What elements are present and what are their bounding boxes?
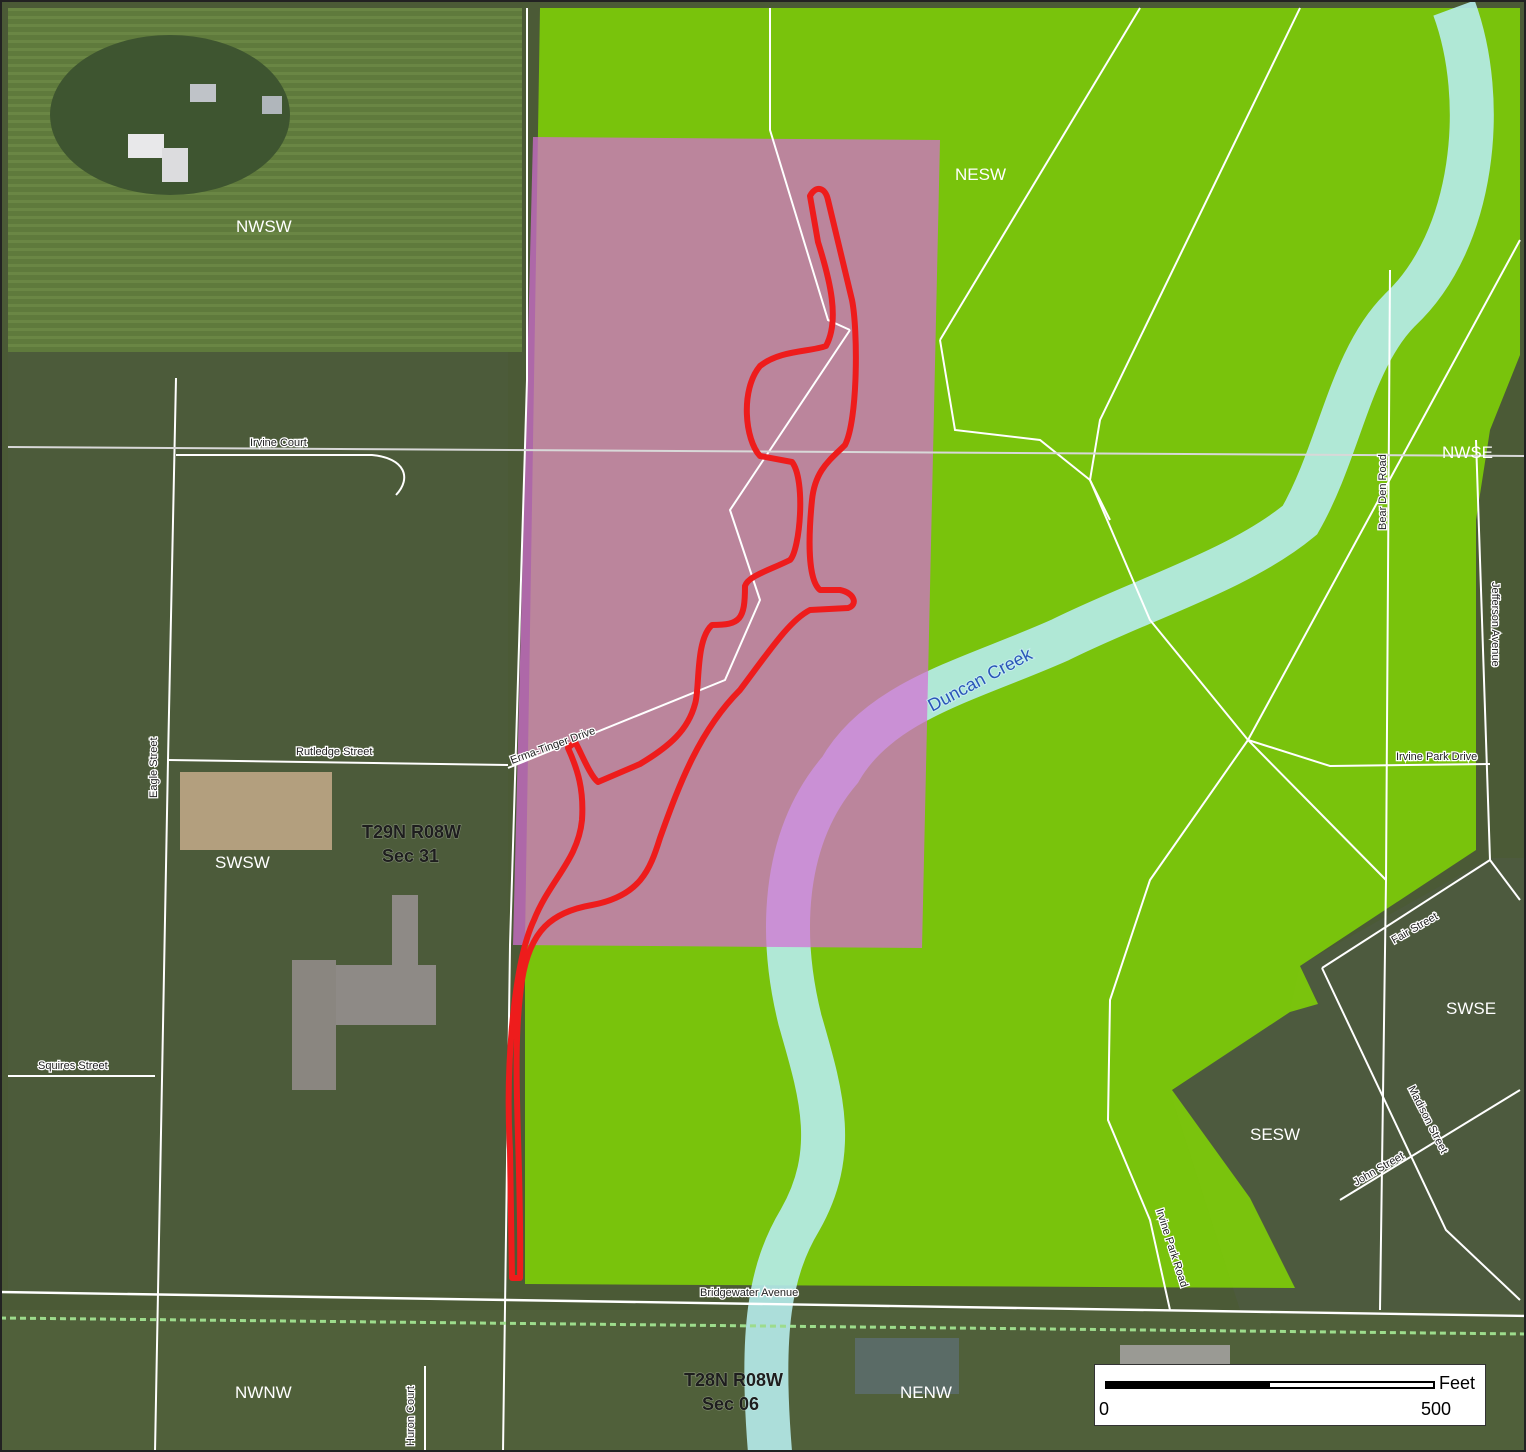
road-bear-den-road bbox=[1379, 269, 1391, 1311]
label-eagle-street: Eagle Street bbox=[148, 737, 160, 798]
section-line-midwest bbox=[7, 446, 1526, 457]
bridgewater-avenue-road bbox=[0, 1290, 1526, 1318]
label-swsw: SWSW bbox=[215, 853, 270, 872]
scale-bar-box: Feet 0 500 bbox=[1094, 1364, 1486, 1426]
label-nwse: NWSE bbox=[1442, 443, 1493, 462]
farm-trees bbox=[50, 35, 290, 195]
scale-bar-segment-black bbox=[1107, 1383, 1270, 1387]
scale-bar bbox=[1105, 1381, 1435, 1389]
building-complex bbox=[292, 960, 336, 1090]
road-irvine-park-drive bbox=[1247, 739, 1491, 768]
project-outline bbox=[505, 186, 859, 1281]
scale-max-label: 500 bbox=[1421, 1399, 1452, 1419]
road-park-center bbox=[1088, 7, 1387, 881]
farm-building bbox=[162, 148, 188, 182]
study-area bbox=[513, 137, 940, 948]
road-north-track bbox=[769, 8, 851, 331]
scale-min-label: 0 bbox=[1099, 1399, 1110, 1419]
farm-building bbox=[262, 96, 282, 114]
label-swse: SWSE bbox=[1446, 999, 1496, 1018]
tennis-courts bbox=[855, 1338, 959, 1394]
duncan-creek bbox=[744, 0, 1494, 1452]
road-irvine-court bbox=[176, 454, 406, 496]
label-bridgewater-avenue: Bridgewater Avenue bbox=[700, 1287, 798, 1299]
neighborhood-se bbox=[1170, 858, 1526, 1310]
label-irvine-court: Irvine Court bbox=[250, 437, 307, 449]
township-line bbox=[0, 1316, 1526, 1336]
label-nesw: NESW bbox=[955, 165, 1006, 184]
road-erma-tinger-drive bbox=[507, 329, 851, 769]
label-irvine-park-drive: Irvine Park Drive bbox=[1396, 751, 1477, 763]
road-network bbox=[8, 7, 1521, 1452]
farm-building bbox=[190, 84, 216, 102]
road-north-south-west bbox=[502, 8, 528, 1452]
road-park-north bbox=[939, 7, 1141, 341]
label-squires-street: Squires Street bbox=[38, 1060, 108, 1072]
road-fair-street bbox=[1321, 859, 1491, 969]
label-nwnw: NWNW bbox=[235, 1383, 292, 1402]
label-section-north-line1: T29N R08W bbox=[362, 822, 461, 842]
scale-unit-label: Feet bbox=[1439, 1373, 1476, 1393]
road-irvine-park-road bbox=[1106, 739, 1249, 1311]
label-jefferson-avenue: Jefferson Avenue bbox=[1489, 582, 1501, 667]
label-bear-den-road: Bear Den Road bbox=[1377, 454, 1389, 530]
building-complex bbox=[392, 895, 418, 1015]
road-rutledge-street bbox=[167, 759, 509, 766]
road-madison-street bbox=[1321, 967, 1521, 1301]
label-sesw: SESW bbox=[1250, 1125, 1300, 1144]
label-rutledge-street: Rutledge Street bbox=[296, 746, 372, 758]
road-john-street bbox=[1339, 1089, 1521, 1201]
label-section-south-line1: T28N R08W bbox=[684, 1370, 783, 1390]
label-section-north-line2: Sec 31 bbox=[382, 846, 439, 866]
label-nenw: NENW bbox=[900, 1383, 952, 1402]
label-nwsw: NWSW bbox=[236, 217, 292, 236]
label-section-south-line2: Sec 06 bbox=[702, 1394, 759, 1414]
road-park-ne bbox=[1247, 239, 1521, 741]
label-huron-court: Huron Court bbox=[405, 1386, 417, 1446]
construction-site bbox=[180, 772, 332, 850]
road-park-loop bbox=[939, 339, 1111, 521]
farm-building bbox=[128, 134, 164, 158]
